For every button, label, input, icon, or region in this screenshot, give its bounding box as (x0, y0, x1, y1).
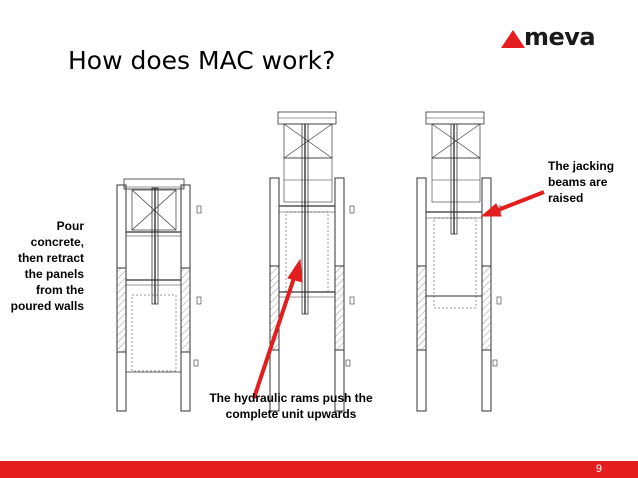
note-hydraulic-rams: The hydraulic rams push the complete uni… (209, 391, 373, 421)
arrow-jacking-beams (480, 190, 545, 217)
footer-bar: 9 (0, 461, 638, 478)
page-number: 9 (595, 463, 602, 475)
meva-logo-text: meva (524, 23, 596, 51)
arrow-hydraulic-rams (252, 258, 303, 399)
note-pour-concrete: Pour concrete, then retract the panels f… (10, 219, 84, 313)
stage-1-drawing (116, 178, 202, 412)
stage-2-drawing (269, 111, 355, 412)
page-title: How does MAC work? (68, 46, 336, 75)
note-jacking-beams: The jacking beams are raised (548, 159, 615, 205)
meva-logo-mark (501, 30, 525, 48)
stage-3-drawing (416, 111, 502, 412)
